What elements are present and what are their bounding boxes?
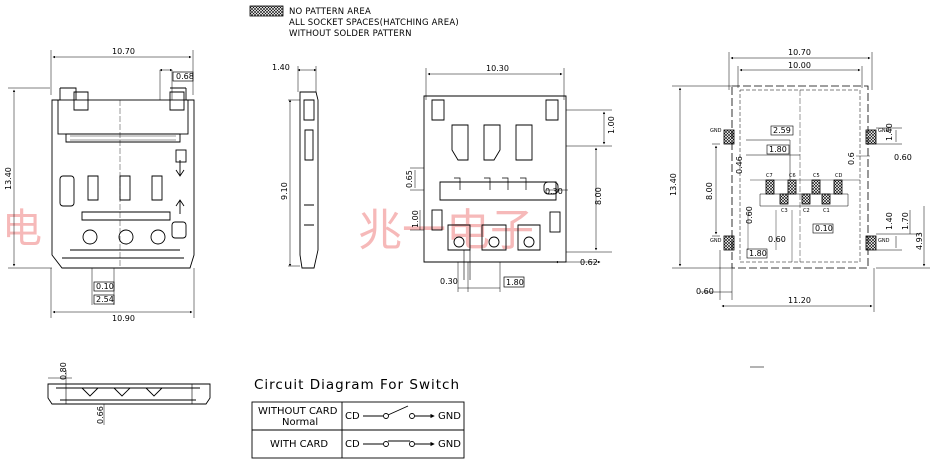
dim-front-overall: 10.90: [112, 314, 135, 323]
row2-left-terminal: CD: [345, 439, 360, 450]
dim-fp-ref-c: 0.10: [815, 224, 833, 233]
dim-fp-ref-a: 2.59: [773, 126, 791, 135]
pad-label-c5: C5: [813, 173, 820, 179]
dim-fp-outer-width: 10.70: [788, 48, 811, 57]
dim-bottom-edge: 0.62: [580, 258, 598, 267]
pad-label-c7: C7: [766, 173, 773, 179]
watermark: 兆一电子 电: [2, 205, 534, 256]
row2-condition: WITH CARD: [270, 439, 328, 450]
legend: NO PATTERN AREA ALL SOCKET SPACES(HATCHI…: [249, 5, 459, 39]
bottom-view: [410, 68, 612, 292]
pad-label-gnd-bl: GND: [710, 238, 722, 244]
end-view-dims: 0.80 0.66: [59, 362, 105, 424]
dim-bottom-height: 8.00: [594, 187, 603, 205]
dim-fp-pad-gap: 0.60: [768, 235, 786, 244]
dim-bottom-width: 10.30: [486, 64, 509, 73]
circuit-title: Circuit Diagram For Switch: [254, 377, 460, 393]
dim-fp-pad-bottom: 1.40: [885, 212, 894, 230]
dim-fp-left-offset: 0.46: [735, 156, 744, 174]
row1-condition: WITHOUT CARD: [258, 406, 338, 417]
switch-closed-icon: [363, 440, 435, 447]
dim-front-pitch: 0.68: [176, 72, 194, 81]
row1-sub: Normal: [282, 417, 318, 428]
dim-bottom-left-a: 0.65: [405, 170, 414, 188]
dim-front-contact-pitch: 2.54: [96, 295, 114, 304]
pad-label-gnd-br: GND: [878, 238, 890, 244]
switch-open-icon: [363, 405, 435, 419]
dim-front-width: 10.70: [112, 47, 135, 56]
row1-left-terminal: CD: [345, 411, 360, 422]
dim-fp-overall: 11.20: [788, 296, 811, 305]
watermark-text: 兆一电子: [358, 205, 534, 256]
dim-bottom-top-gap: 1.00: [607, 116, 616, 134]
dim-fp-edge: 0.60: [696, 287, 714, 296]
pad-label-c2: C2: [803, 208, 810, 214]
dim-front-offset: 0.10: [96, 282, 114, 291]
pad-labels: GND GND GND GND C7 C6 C5 CD C3 C2 C1: [710, 128, 890, 244]
side-view-dims: 1.40 9.10: [272, 63, 290, 200]
pad-label-c6: C6: [789, 173, 796, 179]
footprint-dims: 10.70 10.00 13.40 2.59 1.80 0.46 0.6 0.6…: [669, 48, 924, 305]
dim-side-height: 9.10: [280, 182, 289, 200]
dim-fp-height: 13.40: [669, 173, 678, 196]
dim-fp-right-gap: 0.60: [894, 153, 912, 162]
dim-bottom-left-b: 1.00: [411, 210, 420, 228]
footprint-view: [672, 52, 930, 368]
dim-front-height: 13.40: [4, 167, 13, 190]
hatch-swatch: [249, 5, 284, 17]
dim-fp-total-rise: 4.93: [915, 232, 924, 250]
front-view: [8, 50, 195, 318]
dim-side-thickness: 1.40: [272, 63, 290, 72]
legend-line-3: WITHOUT SOLDER PATTERN: [289, 29, 412, 39]
legend-line-2: ALL SOCKET SPACES(HATCHING AREA): [289, 18, 459, 28]
watermark-fragment: 电: [2, 206, 42, 252]
pad-label-gnd-tr: GND: [878, 128, 890, 134]
dim-fp-pad-width: 0.60: [745, 206, 754, 224]
end-view: [47, 370, 211, 425]
pad-label-c1: C1: [823, 208, 830, 214]
dim-bottom-pad: 0.30: [440, 277, 458, 286]
bottom-view-dims: 10.30 1.00 0.65 1.00 0.30 8.00 0.62 0.30…: [405, 64, 616, 287]
circuit-diagram: Circuit Diagram For Switch WITHOUT CARD …: [251, 377, 465, 459]
pad-label-cd: CD: [835, 173, 842, 179]
dim-end-bottom: 0.66: [96, 406, 105, 424]
pad-label-gnd-tl: GND: [710, 128, 722, 134]
dim-fp-pad-rise: 1.70: [901, 212, 910, 230]
row1-right-terminal: GND: [438, 411, 461, 422]
dim-fp-inner-width: 10.00: [788, 61, 811, 70]
row2-right-terminal: GND: [438, 439, 461, 450]
legend-line-1: NO PATTERN AREA: [289, 7, 371, 17]
front-view-dims: 10.70 0.68 13.40 0.10 2.54 10.90: [4, 47, 194, 323]
dim-fp-ref-d: 1.80: [749, 249, 767, 258]
dim-bottom-pitch: 1.80: [506, 278, 524, 287]
dim-fp-right-offset: 0.6: [847, 152, 856, 165]
dim-fp-pad-top: 1.40: [885, 123, 894, 141]
side-view: [288, 66, 319, 269]
dim-end-top: 0.80: [59, 362, 68, 380]
dim-bottom-inner: 0.30: [545, 187, 563, 196]
dim-fp-ref-b: 1.80: [769, 145, 787, 154]
dim-fp-pad-span: 8.00: [705, 182, 714, 200]
pad-label-c3: C3: [781, 208, 788, 214]
